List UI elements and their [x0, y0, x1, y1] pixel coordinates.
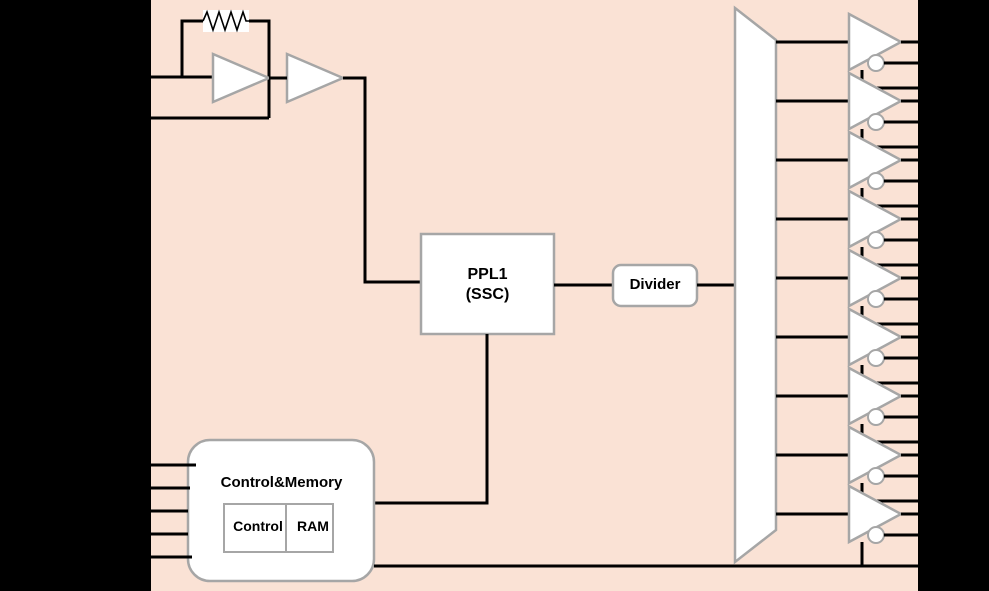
output-buffer-6[interactable] — [776, 306, 918, 385]
control-memory-block[interactable] — [186, 438, 376, 583]
divider-block-rect[interactable] — [611, 263, 699, 308]
amplifier-to-pll-wire — [343, 76, 421, 284]
output-buffer-6-inverting-output-bubble-icon — [867, 349, 885, 367]
feedback-loop-wire-right — [249, 19, 271, 118]
output-buffer-9[interactable] — [776, 483, 918, 568]
input-buffer-amplifier-icon — [285, 52, 347, 104]
crystal-oscillator-input-stage — [151, 9, 421, 284]
output-buffer-5[interactable] — [776, 247, 918, 326]
output-buffer-7[interactable] — [776, 365, 918, 444]
pll-to-control-wire — [374, 334, 489, 505]
output-buffer-9-inverted-return-wire — [860, 542, 918, 568]
control-sub-block-rect[interactable] — [223, 503, 287, 553]
clock-distribution-trapezoid[interactable] — [733, 5, 778, 565]
feedback-loop-wire-left — [180, 19, 203, 78]
output-buffer-9-inverting-output-bubble-icon — [867, 526, 885, 544]
output-buffer-2[interactable] — [776, 70, 918, 149]
pll-block-rect[interactable] — [419, 232, 556, 336]
feedback-resistor-zigzag-icon — [202, 9, 249, 33]
output-buffer-3-inverting-output-bubble-icon — [867, 172, 885, 190]
oscillator-amplifier-icon — [211, 52, 273, 104]
output-buffer-3[interactable] — [776, 129, 918, 208]
control-input-pin-wires — [151, 463, 196, 559]
ram-sub-block-rect[interactable] — [285, 503, 334, 553]
output-buffer-8[interactable] — [776, 424, 918, 503]
output-buffer-4-inverting-output-bubble-icon — [867, 231, 885, 249]
output-buffer-1-inverting-output-bubble-icon — [867, 54, 885, 72]
output-buffer-4[interactable] — [776, 188, 918, 267]
divider-block[interactable] — [611, 263, 699, 308]
output-buffer-8-inverting-output-bubble-icon — [867, 467, 885, 485]
output-buffer-5-inverting-output-bubble-icon — [867, 290, 885, 308]
output-buffer-2-inverting-output-bubble-icon — [867, 113, 885, 131]
output-buffer-1[interactable] — [776, 11, 918, 90]
pll-block[interactable] — [419, 232, 556, 336]
output-buffer-7-inverting-output-bubble-icon — [867, 408, 885, 426]
